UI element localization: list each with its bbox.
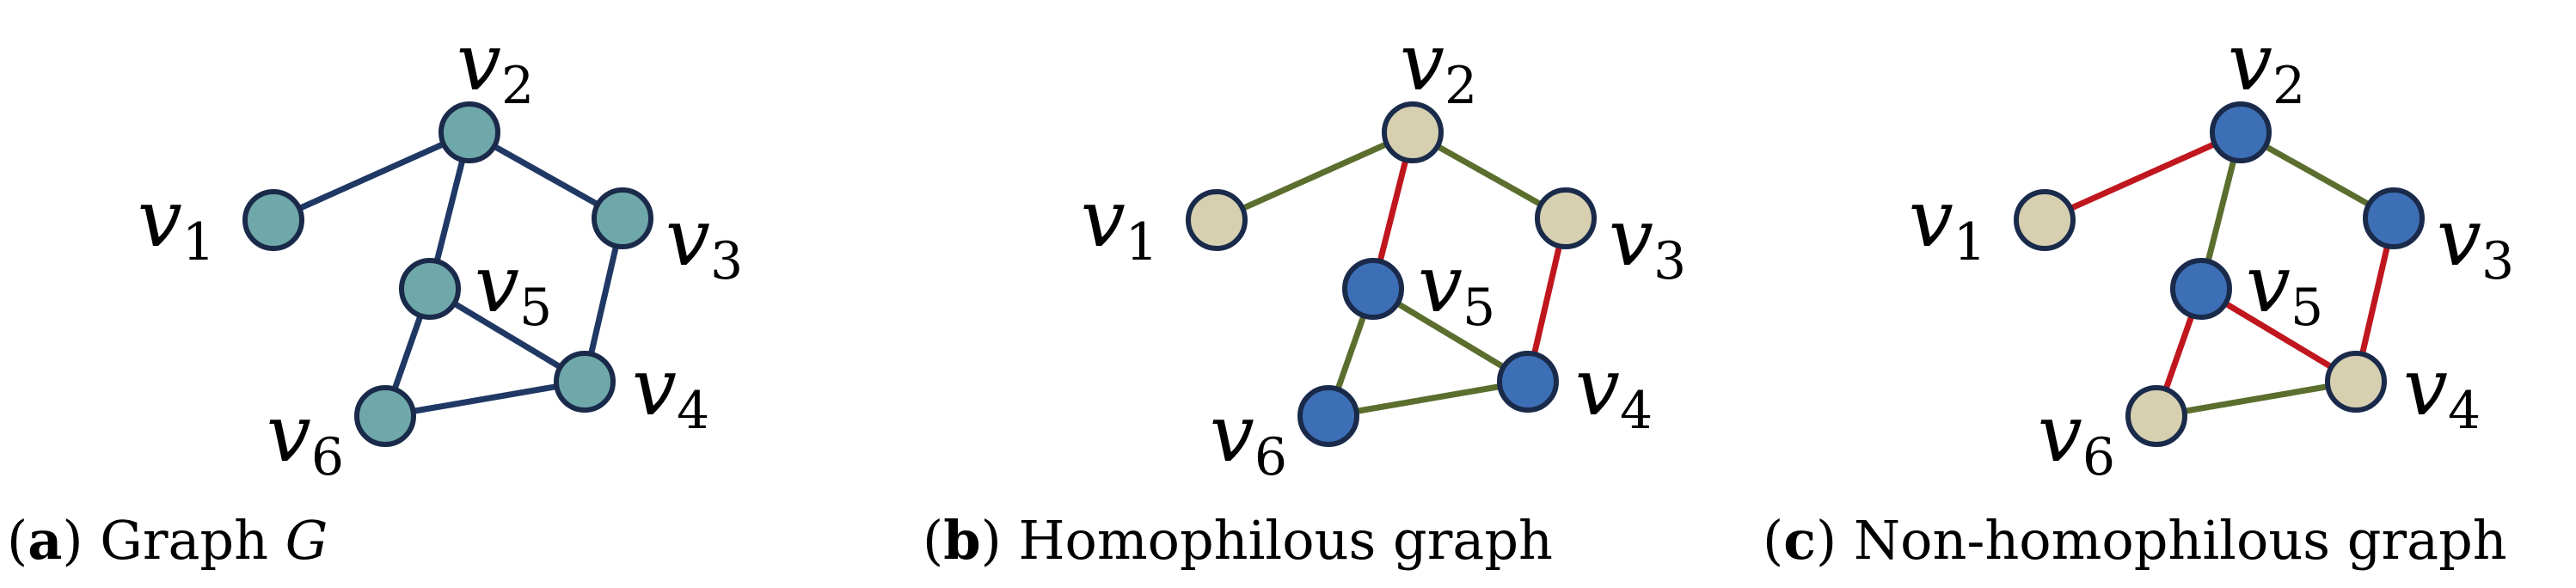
edge-v1-v2 (272, 129, 471, 224)
node-label-subscript: 3 (2481, 231, 2514, 291)
node-label-subscript: 6 (2082, 427, 2115, 487)
node-label-subscript: 2 (2272, 56, 2305, 116)
caption-open: ( (1763, 509, 1783, 572)
edge-v1-v2 (1215, 129, 1414, 224)
edge-v6-v4 (384, 378, 586, 420)
node-label-v3: v3 (665, 192, 743, 291)
node-label-subscript: 5 (1463, 278, 1495, 338)
edge-v6-v4 (2156, 378, 2357, 420)
node-label-subscript: 2 (501, 56, 534, 116)
node-label-subscript: 4 (1620, 381, 1653, 441)
node-label-v3: v3 (1609, 192, 1686, 291)
node-v1 (1186, 189, 1248, 251)
node-label-v1: v1 (1081, 173, 1158, 273)
node-v1 (2014, 189, 2076, 251)
node-label-v5: v5 (475, 238, 552, 338)
node-label-var: v (2246, 238, 2291, 330)
caption-close: ) (1816, 509, 1837, 572)
node-v2 (1382, 101, 1444, 163)
node-v3 (1535, 187, 1597, 249)
node-label-var: v (267, 388, 311, 480)
caption-c: (c) Non-homophilous graph (1763, 509, 2507, 572)
node-label-v3: v3 (2437, 192, 2514, 291)
node-label-v4: v4 (632, 341, 709, 441)
node-label-var: v (2038, 388, 2082, 480)
node-label-var: v (1400, 16, 1444, 108)
caption-close: ) (62, 509, 83, 572)
node-v6 (354, 385, 416, 447)
node-v4 (1497, 351, 1559, 413)
node-v2 (439, 101, 500, 163)
node-v3 (592, 187, 653, 249)
node-label-var: v (1081, 173, 1125, 265)
node-v5 (399, 258, 461, 320)
node-label-v5: v5 (2246, 238, 2323, 338)
node-label-subscript: 5 (2291, 278, 2323, 338)
caption-letter: b (943, 509, 980, 572)
node-label-v1: v1 (138, 173, 215, 273)
node-label-var: v (1575, 341, 1620, 433)
node-label-subscript: 2 (1444, 56, 1477, 116)
node-v3 (2363, 187, 2425, 249)
caption-b: (b) Homophilous graph (923, 509, 1553, 572)
node-label-subscript: 1 (182, 212, 215, 273)
node-label-subscript: 3 (710, 231, 743, 291)
node-label-var: v (632, 341, 677, 433)
node-v5 (2170, 258, 2232, 320)
node-label-var: v (457, 16, 501, 108)
caption-text: Homophilous graph (1002, 509, 1553, 572)
node-label-subscript: 1 (1953, 212, 1986, 273)
caption-a: (a) Graph G (7, 509, 328, 572)
node-v5 (1342, 258, 1404, 320)
node-label-v6: v6 (267, 388, 344, 487)
edge-v6-v4 (1328, 378, 1529, 420)
caption-text: Non-homophilous graph (1837, 509, 2507, 572)
caption-letter: a (28, 509, 62, 572)
node-label-subscript: 6 (1254, 427, 1287, 487)
node-label-v1: v1 (1909, 173, 1986, 273)
node-label-var: v (475, 238, 519, 330)
node-label-subscript: 6 (311, 427, 344, 487)
node-v2 (2210, 101, 2272, 163)
node-label-v4: v4 (2403, 341, 2481, 441)
caption-text: Graph (83, 509, 285, 572)
node-label-v5: v5 (1418, 238, 1495, 338)
node-label-var: v (2437, 192, 2481, 284)
node-label-subscript: 4 (2448, 381, 2481, 441)
node-label-var: v (1418, 238, 1463, 330)
caption-open: ( (7, 509, 28, 572)
edge-v1-v2 (2043, 129, 2242, 224)
node-v6 (1297, 385, 1359, 447)
caption-close: ) (981, 509, 1002, 572)
node-v4 (2325, 351, 2387, 413)
node-label-var: v (665, 192, 710, 284)
node-label-subscript: 5 (519, 278, 552, 338)
node-label-var: v (1609, 192, 1653, 284)
node-label-subscript: 3 (1653, 231, 1686, 291)
node-label-var: v (138, 173, 182, 265)
caption-letter: c (1783, 509, 1816, 572)
caption-text-italic: G (285, 509, 328, 572)
node-label-v2: v2 (1400, 16, 1477, 116)
node-v4 (554, 351, 616, 413)
node-label-v2: v2 (457, 16, 534, 116)
node-label-var: v (2228, 16, 2272, 108)
node-label-v6: v6 (2038, 388, 2115, 487)
node-label-var: v (2403, 341, 2448, 433)
node-label-subscript: 4 (677, 381, 709, 441)
node-label-var: v (1909, 173, 1953, 265)
node-label-var: v (1210, 388, 1254, 480)
caption-open: ( (923, 509, 943, 572)
node-label-subscript: 1 (1125, 212, 1158, 273)
node-label-v6: v6 (1210, 388, 1287, 487)
node-label-v2: v2 (2228, 16, 2305, 116)
node-label-v4: v4 (1575, 341, 1653, 441)
node-v6 (2125, 385, 2187, 447)
node-v1 (242, 189, 304, 251)
